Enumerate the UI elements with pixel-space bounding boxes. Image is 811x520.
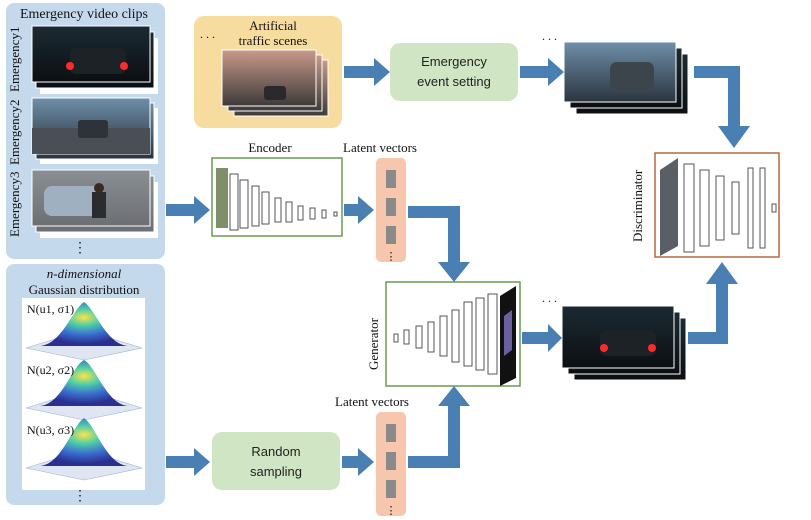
svg-text:⋮: ⋮ [386, 251, 397, 263]
discriminator-label: Discriminator [630, 169, 645, 242]
gaussian-panel: n-dimensional Gaussian distribution N(u1… [6, 264, 165, 505]
random-sampling-line1: Random [251, 444, 300, 459]
synthetic-frames-bottom: . . . [542, 291, 687, 381]
gaussian-ellipsis: ⋮ [73, 489, 87, 504]
random-sampling-bg [212, 432, 340, 490]
gaussian-title-line2: Gaussian distribution [29, 282, 140, 297]
arrow-frames-to-discriminator [694, 66, 750, 148]
video-clips-title: Emergency video clips [20, 7, 148, 22]
arrow-encoder-to-latent [344, 196, 374, 224]
arrow-generator-to-frames [522, 324, 562, 352]
latent-top-label: Latent vectors [343, 140, 417, 155]
clip-label-emergency3: Emergency3 [7, 172, 22, 237]
random-sampling-line2: sampling [250, 464, 302, 479]
discriminator-node: Discriminator [630, 152, 780, 258]
dist-label-1: N(u1, σ1) [27, 302, 74, 316]
clip-label-emergency2: Emergency2 [7, 100, 22, 165]
generator-node: Generator [366, 281, 521, 387]
svg-text:. . .: . . . [542, 29, 557, 43]
latent-bottom-label: Latent vectors [335, 394, 409, 409]
video-clips-panel: Emergency video clips Emergenc [6, 3, 165, 259]
encoder-node: Encoder [211, 140, 343, 237]
event-setting-node: Emergency event setting [390, 43, 518, 101]
arrow-latent-bottom-to-generator [408, 386, 470, 468]
artificial-scenes-line1: Artificial [249, 18, 297, 33]
latent-vectors-bottom: Latent vectors ⋮ [335, 394, 409, 517]
dist-label-3: N(u3, σ3) [27, 423, 74, 437]
arrow-sampling-to-latent [342, 448, 374, 476]
generator-label: Generator [366, 317, 381, 370]
artificial-scenes-node: Artificial traffic scenes . . . [194, 16, 342, 128]
artificial-scenes-dots: . . . [200, 27, 215, 41]
clip-thumbnail-2 [31, 97, 158, 164]
artificial-scenes-line2: traffic scenes [239, 33, 308, 48]
flow-arrows [166, 58, 750, 476]
latent-vectors-top: Latent vectors ⋮ [343, 140, 417, 263]
arrow-frames-bottom-to-discriminator [688, 262, 738, 344]
arrow-clips-to-encoder [166, 196, 210, 224]
dist-label-2: N(u2, σ2) [27, 363, 74, 377]
gaussian-plot-3 [25, 418, 143, 481]
arrow-setting-to-frames [520, 58, 564, 86]
encoder-label: Encoder [248, 140, 292, 155]
gaussian-title-line1: n-dimensional [47, 266, 122, 281]
clip-ellipsis: ⋮ [73, 241, 87, 256]
clip-thumbnail-3 [31, 169, 158, 238]
arrow-scenes-to-setting [344, 58, 390, 86]
arrow-gaussian-to-sampling [166, 448, 210, 476]
random-sampling-node: Random sampling [212, 432, 340, 490]
gaussian-plot-1 [25, 302, 143, 361]
gaussian-plot-2 [25, 360, 143, 421]
synthetic-frames-top: . . . [542, 29, 689, 115]
event-setting-line2: event setting [417, 74, 491, 89]
event-setting-line1: Emergency [421, 54, 487, 69]
arrow-latent-to-generator [408, 206, 470, 282]
svg-text:. . .: . . . [542, 291, 557, 305]
svg-text:⋮: ⋮ [386, 505, 397, 517]
clip-thumbnail-1 [31, 25, 158, 94]
event-setting-bg [390, 43, 518, 101]
clip-label-emergency1: Emergency1 [7, 27, 22, 92]
